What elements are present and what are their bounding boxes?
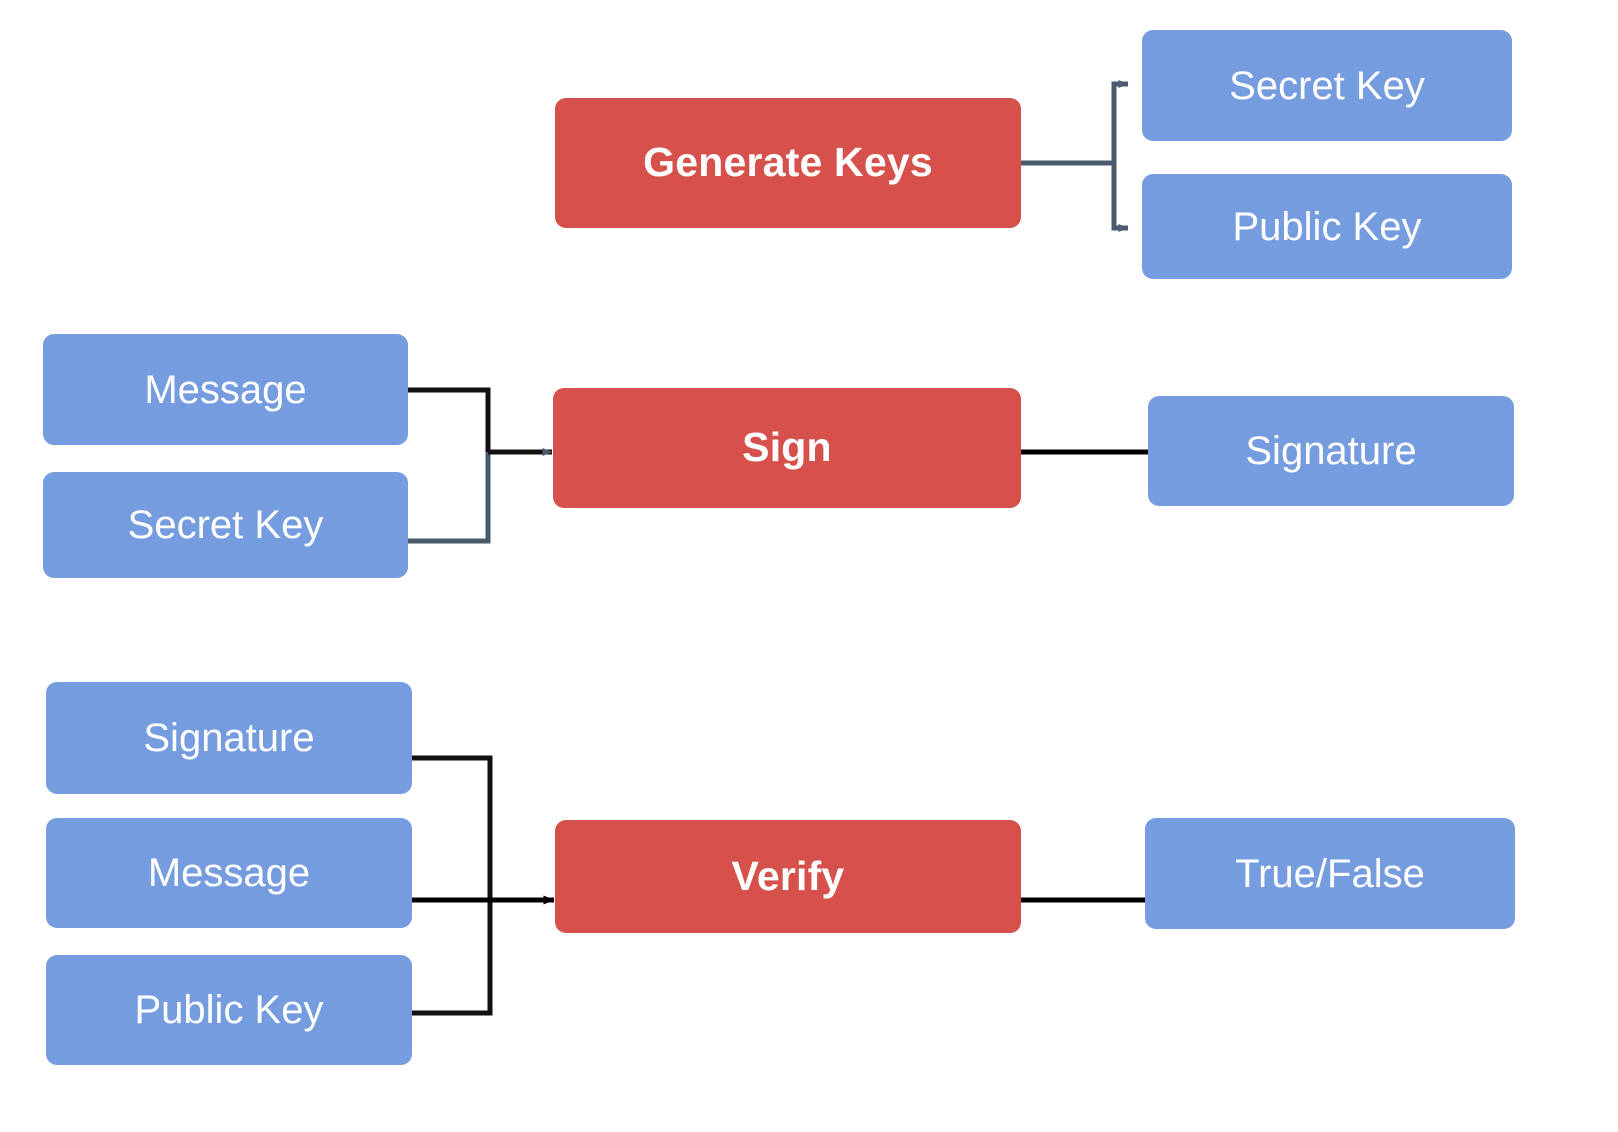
process-generate-keys[interactable]: Generate Keys — [555, 98, 1021, 228]
data-verify-output-result[interactable]: True/False — [1145, 818, 1515, 929]
edge-generate-keys-to-keys — [1020, 80, 1129, 232]
data-verify-input-public-key-label: Public Key — [134, 988, 324, 1032]
process-verify[interactable]: Verify — [555, 820, 1021, 933]
data-sign-input-message[interactable]: Message — [43, 334, 408, 445]
process-sign[interactable]: Sign — [553, 388, 1021, 508]
data-verify-input-public-key[interactable]: Public Key — [46, 955, 412, 1065]
data-sign-input-secret-key-label: Secret Key — [127, 503, 324, 547]
data-verify-input-signature-label: Signature — [143, 716, 315, 760]
data-sign-input-message-label: Message — [144, 367, 307, 412]
data-verify-output-result-label: True/False — [1235, 851, 1425, 896]
data-signature-output[interactable]: Signature — [1148, 396, 1514, 506]
process-generate-keys-label: Generate Keys — [643, 139, 933, 186]
edge-inputs-to-sign — [408, 387, 553, 544]
data-verify-input-signature[interactable]: Signature — [46, 682, 412, 794]
data-sign-input-secret-key[interactable]: Secret Key — [43, 472, 408, 578]
edge-inputs-to-verify — [412, 755, 555, 1016]
data-verify-input-message-label: Message — [147, 851, 311, 895]
data-signature-output-label: Signature — [1245, 429, 1417, 473]
data-public-key-output[interactable]: Public Key — [1142, 174, 1512, 279]
data-public-key-output-label: Public Key — [1232, 204, 1422, 249]
data-secret-key-output[interactable]: Secret Key — [1142, 30, 1512, 141]
data-secret-key-output-label: Secret Key — [1229, 63, 1425, 108]
process-sign-label: Sign — [742, 424, 832, 471]
process-verify-label: Verify — [731, 852, 845, 899]
data-verify-input-message[interactable]: Message — [46, 818, 412, 928]
